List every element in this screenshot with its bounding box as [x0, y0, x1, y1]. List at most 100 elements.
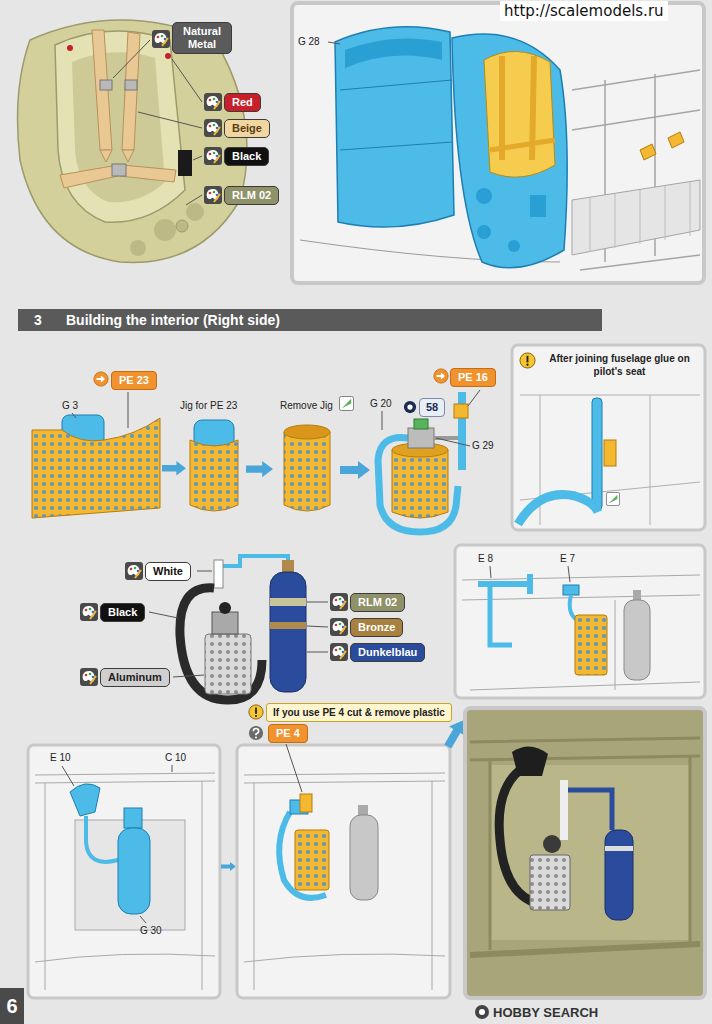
- bulkhead-panel: [292, 3, 704, 283]
- seat-illustration: [193, 156, 202, 160]
- paint-callout: RLM 02: [350, 593, 405, 612]
- e-panel-art: [490, 566, 491, 578]
- oxygen-assembly-step: [392, 450, 448, 518]
- bulkhead-panel: [452, 34, 567, 268]
- painted-assembly: [307, 652, 328, 653]
- bulkhead-panel: [572, 70, 700, 90]
- seat-illustration: [67, 45, 73, 51]
- e-panel-art: [455, 545, 705, 698]
- node-text: PE 16: [458, 371, 488, 384]
- step-panel-1: [28, 745, 236, 998]
- step-panel-2: [244, 773, 445, 990]
- bulkhead-panel: [340, 80, 453, 150]
- seat-illustration: [100, 80, 112, 90]
- decal-callout: 58: [419, 398, 445, 417]
- photo-etch-callout: PE 4: [268, 724, 308, 743]
- bulkhead-panel: [580, 255, 700, 270]
- painted-photo: [470, 944, 700, 955]
- seat-illustration: [178, 150, 192, 176]
- painted-assembly: [149, 612, 178, 618]
- part-number: E 10: [50, 752, 71, 764]
- node-text: 58: [426, 401, 438, 414]
- paint-callout: Black: [224, 147, 269, 166]
- pe-sheet-step: [162, 461, 186, 475]
- e-panel-art: [624, 600, 650, 680]
- bulkhead-panel: [476, 188, 492, 204]
- paint-callout: Bronze: [350, 618, 403, 637]
- note-panel: After joining fuselage glue on pilot's s…: [512, 345, 705, 530]
- step-panel-1: [35, 954, 215, 962]
- step-panel-2: [244, 773, 445, 775]
- bulkhead-panel: [484, 51, 555, 177]
- pe-sheet-step: [32, 372, 186, 518]
- bulkhead-panel: [477, 225, 491, 239]
- node-text: 6: [6, 995, 17, 1018]
- node-text: White: [153, 565, 183, 578]
- note-panel-art: [592, 398, 602, 510]
- seat-illustration: [204, 119, 222, 137]
- bulkhead-panel: [572, 70, 700, 270]
- node-text: Aluminum: [108, 671, 162, 684]
- bulkhead-panel: [490, 140, 555, 150]
- remove-jig-step: [339, 396, 353, 410]
- remove-jig-step: [284, 396, 370, 511]
- note-panel-art: [520, 353, 535, 368]
- brand-logo: [479, 1009, 485, 1015]
- step-label: Remove Jig: [280, 400, 333, 412]
- painted-assembly: [270, 572, 306, 692]
- pe-sheet-step: [128, 392, 129, 428]
- step-panel-1: [140, 916, 146, 923]
- step-panel-1: [118, 828, 150, 914]
- e-panel-art: [462, 575, 700, 690]
- e-panel-art: [568, 566, 570, 582]
- bulkhead-panel: [590, 182, 690, 252]
- bulkhead-panel: [508, 240, 520, 252]
- painted-photo: [605, 846, 633, 851]
- e-panel-art: [615, 600, 616, 690]
- step-panel-2: [244, 781, 445, 783]
- bulkhead-panel: [345, 38, 442, 68]
- bulkhead-panel: [572, 110, 700, 130]
- paint-callout: White: [145, 562, 191, 581]
- note-panel-art: [520, 395, 700, 525]
- e-panel-art: [563, 585, 579, 595]
- painted-assembly: [330, 593, 348, 611]
- paint-callout: Natural Metal: [172, 22, 232, 54]
- step-panel-2: [350, 815, 378, 900]
- step-panel-1: [75, 820, 185, 930]
- seat-illustration: [186, 203, 204, 221]
- part-number: G 28: [298, 36, 320, 48]
- seat-illustration: [130, 240, 146, 256]
- paint-callout: Black: [100, 603, 145, 622]
- e-panel-art: [470, 682, 700, 690]
- pe-sheet-step: [94, 372, 108, 386]
- note-panel-art: [604, 440, 616, 466]
- seat-illustration: [113, 40, 202, 205]
- oxygen-assembly-step: [468, 390, 480, 406]
- seat-illustration: [125, 80, 137, 90]
- node-text: PE 23: [119, 374, 149, 387]
- node-text: If you use PE 4 cut & remove plastic: [273, 706, 445, 719]
- section-header: 3Building the interior (Right side): [18, 309, 602, 331]
- step-panel-2: [432, 781, 433, 990]
- seat-illustration: [186, 195, 202, 205]
- painted-photo: [543, 835, 561, 853]
- node-text: Beige: [232, 122, 262, 135]
- painted-assembly: [307, 602, 328, 603]
- painted-assembly: [214, 560, 223, 588]
- painted-assembly: [219, 602, 231, 614]
- section-title: Building the interior (Right side): [58, 312, 280, 328]
- painted-assembly: [223, 556, 288, 566]
- brand-logo: [475, 1005, 489, 1019]
- painted-photo: [465, 708, 705, 998]
- step-panel-1: [124, 808, 142, 828]
- jig-step: [190, 440, 238, 511]
- seat-illustration: [204, 93, 222, 111]
- step-panel-2: [300, 794, 312, 812]
- seat-illustration: [112, 164, 126, 176]
- e-panel-art: [462, 595, 700, 600]
- paint-callout: Aluminum: [100, 668, 170, 687]
- painted-photo: [512, 746, 548, 776]
- part-number: G 20: [370, 398, 392, 410]
